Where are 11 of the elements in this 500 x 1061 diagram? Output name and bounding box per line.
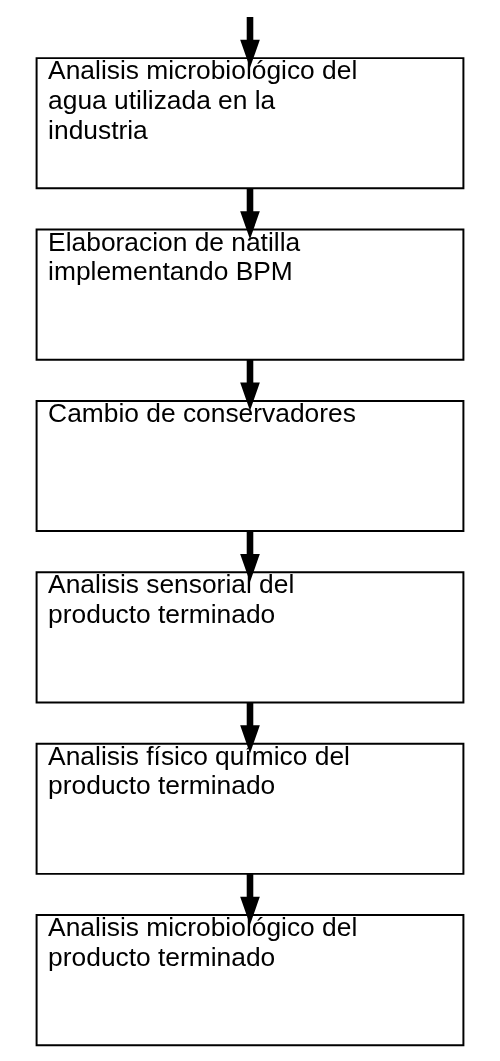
node-box: Analisis microbiológico del producto terminado: [35, 914, 465, 1047]
arrow: [240, 188, 260, 240]
arrow: [240, 873, 260, 925]
node-box: Analisis microbiológico del agua utilizada en la industria: [35, 57, 465, 190]
arrow: [240, 359, 260, 411]
node-box: Analisis sensorial del producto terminado: [35, 571, 465, 704]
node-box: Elaboracion de natilla implementando BPM: [35, 228, 465, 361]
node-box: Analisis físico químico del producto terminado: [35, 742, 465, 875]
node-box: Cambio de conservadores: [35, 399, 465, 533]
arrow: [240, 531, 260, 583]
arrow: [240, 702, 260, 754]
